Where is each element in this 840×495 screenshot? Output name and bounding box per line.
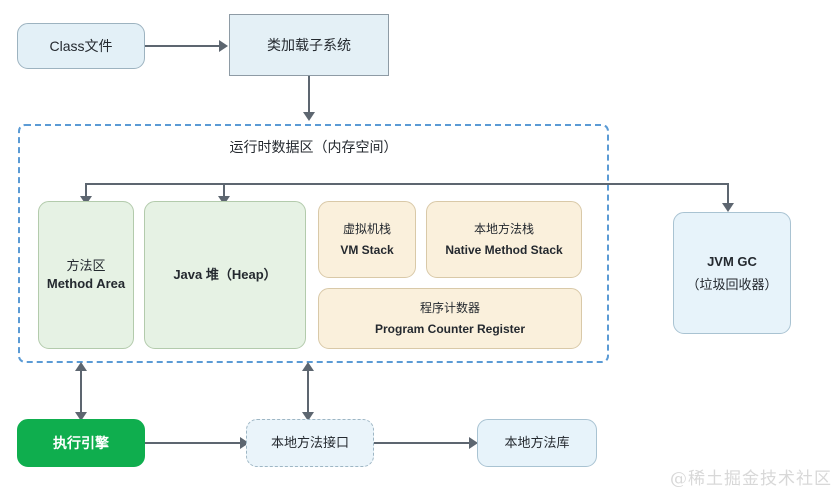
node-java-heap-line1: Java 堆（Heap） — [173, 267, 277, 283]
arrowhead-bus-to-jvm-gc — [722, 203, 734, 212]
node-class-loader-subsystem[interactable]: 类加载子系统 — [229, 14, 389, 76]
node-native-method-library-label: 本地方法库 — [504, 435, 570, 451]
connector-bus-to-method-area — [85, 183, 87, 199]
arrowhead-engine-to-nmi — [240, 437, 249, 449]
arrowhead-nmi-to-library — [469, 437, 478, 449]
node-vm-stack-line1: 虚拟机栈 — [342, 222, 391, 237]
node-class-file-label: Class文件 — [49, 37, 113, 54]
arrowhead-nmi-to-runtime-up — [302, 362, 314, 371]
node-method-area-line1: 方法区 — [66, 258, 106, 274]
connector-engine-to-runtime — [80, 368, 82, 418]
node-native-method-stack-line2: Native Method Stack — [445, 242, 563, 257]
node-jvm-gc-line1: JVM GC — [707, 253, 757, 269]
arrowhead-nmi-to-runtime-down — [302, 412, 314, 421]
node-native-method-stack-line1: 本地方法栈 — [473, 222, 534, 237]
node-native-method-interface-label: 本地方法接口 — [270, 435, 349, 451]
arrowhead-bus-to-method-area — [80, 196, 92, 205]
node-class-loader-subsystem-label: 类加载子系统 — [267, 36, 351, 53]
connector-nmi-to-runtime — [307, 368, 309, 418]
node-execution-engine-label: 执行引擎 — [53, 434, 109, 451]
node-class-file[interactable]: Class文件 — [17, 23, 145, 69]
connector-nmi-to-library — [374, 442, 469, 444]
arrowhead-bus-to-java-heap — [218, 196, 230, 205]
arrowhead-loader-to-runtime — [303, 112, 315, 121]
node-jvm-gc[interactable]: JVM GC （垃圾回收器） — [673, 212, 791, 334]
node-vm-stack[interactable]: 虚拟机栈 VM Stack — [318, 201, 416, 278]
arrowhead-engine-to-runtime-down — [75, 412, 87, 421]
node-program-counter-register-line1: 程序计数器 — [419, 301, 480, 316]
node-method-area[interactable]: 方法区 Method Area — [38, 201, 134, 349]
connector-bus-to-java-heap — [223, 183, 225, 199]
node-native-method-library[interactable]: 本地方法库 — [477, 419, 597, 467]
connector-classfile-to-loader — [145, 45, 219, 47]
node-native-method-interface[interactable]: 本地方法接口 — [246, 419, 374, 467]
node-program-counter-register-line2: Program Counter Register — [374, 321, 526, 336]
node-native-method-stack[interactable]: 本地方法栈 Native Method Stack — [426, 201, 582, 278]
node-vm-stack-line2: VM Stack — [340, 242, 394, 257]
runtime-data-area-title: 运行时数据区（内存空间） — [229, 139, 398, 155]
connector-bus-to-jvm-gc — [727, 183, 729, 206]
node-program-counter-register[interactable]: 程序计数器 Program Counter Register — [318, 288, 582, 349]
connector-runtime-bus — [85, 183, 729, 185]
node-method-area-line2: Method Area — [46, 276, 126, 291]
node-execution-engine[interactable]: 执行引擎 — [17, 419, 145, 467]
connector-loader-to-runtime — [308, 76, 310, 114]
arrowhead-classfile-to-loader — [219, 40, 228, 52]
arrowhead-engine-to-runtime-up — [75, 362, 87, 371]
connector-engine-to-nmi — [145, 442, 240, 444]
watermark: @稀土掘金技术社区 — [670, 469, 832, 489]
node-jvm-gc-line2: （垃圾回收器） — [686, 276, 778, 292]
node-java-heap[interactable]: Java 堆（Heap） — [144, 201, 306, 349]
